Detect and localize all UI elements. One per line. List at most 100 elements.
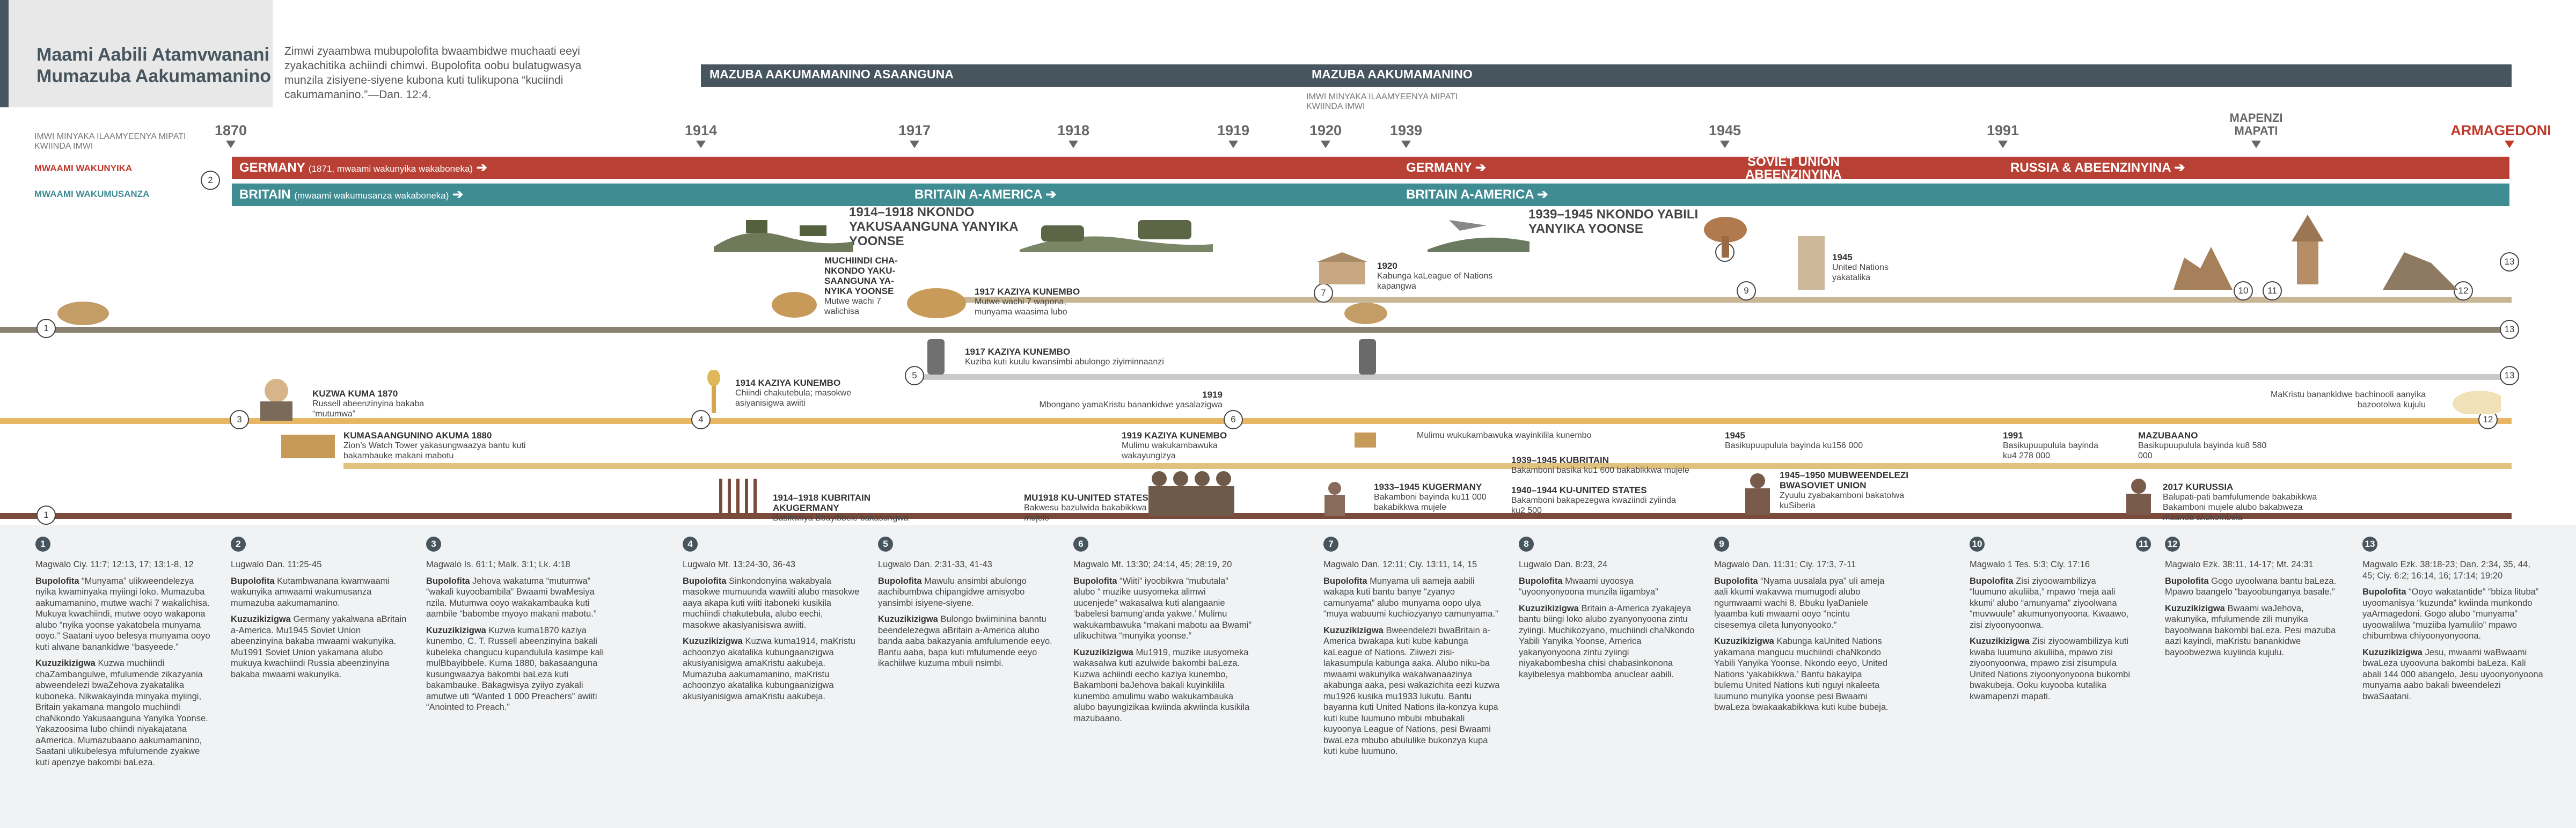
marker-6: 6 — [1224, 410, 1243, 429]
left-sub-label: IMWI MINYAKA ILAAMYEENYA MIPATI KWIINDA … — [34, 132, 186, 151]
iron-feet-illustration — [927, 339, 945, 375]
siberia-illustration — [1745, 473, 1770, 515]
explanation-9: 9 Magwalo Dan. 11:31; Ciy. 17:3, 7-11 Bu… — [1714, 537, 1892, 719]
lane-label-king-south: MWAAMI WAKUMUSANZA — [34, 189, 150, 199]
marker-1b: 1 — [36, 505, 56, 525]
ww1-label: 1914–1918 NKONDO YAKUSAANGUNA YANYIKA YO… — [849, 205, 1018, 248]
marker-13: 13 — [2500, 252, 2519, 272]
intro-text: Zimwi zyaambwa mubupolofita bwaambidwe m… — [284, 45, 582, 101]
tick-1991 — [1998, 141, 2008, 148]
tick-1920 — [1321, 141, 1330, 148]
event-ww1-head-wounded: MUCHIINDI CHA-NKONDO YAKU-SAANGUNA YA-NY… — [824, 255, 898, 316]
un-building-illustration — [1798, 236, 1825, 290]
tick-1918 — [1069, 141, 1078, 148]
destruction-illustration — [2174, 247, 2233, 290]
band-north-soviet: SOVIET UNION ABEENZINYINA — [1745, 155, 1842, 182]
book-illustration — [281, 435, 335, 458]
track-2 — [343, 463, 2512, 469]
band-south-britain-america: BRITAIN A-AMERICA ➔ — [914, 187, 1057, 202]
era-underline — [701, 84, 2512, 87]
year-1939: 1939 — [1389, 122, 1423, 138]
marker-10: 10 — [2234, 281, 2253, 301]
marker-1: 1 — [36, 319, 56, 338]
bomb-cloud-illustration — [1704, 217, 1747, 258]
tick-armageddon — [2505, 141, 2514, 148]
tick-1945 — [1720, 141, 1730, 148]
marker-4: 4 — [691, 410, 711, 429]
band-north-russia: RUSSIA & ABEENZINYINA ➔ — [2010, 160, 2185, 175]
marker-3: 3 — [230, 410, 249, 429]
era-last-days: MAZUBA AAKUMAMANINO — [1303, 64, 2512, 84]
year-1991: 1991 — [1986, 122, 2019, 138]
ww2-label: 1939–1945 NKONDO YABILI YANYIKA YOONSE — [1528, 207, 1699, 236]
russia-2017-illustration — [2126, 479, 2151, 515]
band-south-britain: BRITAIN (mwaami wakumusanza wakaboneka) … — [239, 187, 464, 202]
explanation-1: 1 Magwalo Ciy. 11:7; 12:13, 17; 13:1-8, … — [35, 537, 214, 773]
league-building-illustration — [1317, 252, 1367, 284]
marker-13b: 13 — [2500, 320, 2519, 339]
tick-1914 — [696, 141, 706, 148]
explanation-13: 13 Magwalo Ezk. 38:18-23; Dan. 2:34, 35,… — [2362, 537, 2545, 707]
wheat-illustration — [707, 370, 720, 413]
tick-1919 — [1228, 141, 1238, 148]
beast-illustration — [772, 292, 817, 318]
lane-label-king-north: MWAAMI WAKUNYIKA — [34, 163, 133, 173]
page-title: Maami Aabili Atamvwanani Mumazuba Aakuma… — [36, 45, 272, 86]
event-preaching-continues: Mulimu wukukambawuka wayinkilila kunembo — [1417, 431, 1592, 440]
marker-7: 7 — [1314, 283, 1333, 303]
explanation-12: 12 Magwalo Ezk. 38:11, 14-17; Mt. 24:31 … — [2165, 537, 2347, 663]
band-north-germany-2: GERMANY ➔ — [1406, 160, 1487, 175]
explanation-6: 6 Magwalo Mt. 13:30; 24:14, 45; 28:19, 2… — [1073, 537, 1252, 729]
tick-1917 — [910, 141, 919, 148]
title-block: Maami Aabili Atamvwanani Mumazuba Aakuma… — [0, 0, 273, 107]
explanation-3: 3 Magwalo Is. 61:1; Malk. 3:1; Lk. 4:18 … — [426, 537, 604, 719]
year-1945: 1945 — [1708, 122, 1741, 138]
year-1918: 1918 — [1057, 122, 1090, 138]
marker-11: 11 — [2263, 281, 2282, 301]
year-armageddon: ARMAGEDONI — [2450, 122, 2551, 138]
brothers-prison-illustration — [1148, 471, 1234, 516]
beast-1920-illustration — [1344, 303, 1387, 324]
ww1-soldiers-illustration — [714, 220, 853, 252]
year-1920: 1920 — [1309, 122, 1342, 138]
iron-feet-2-illustration — [1359, 339, 1376, 375]
tick-1939 — [1401, 141, 1411, 148]
explanation-10: 10 Magwalo 1 Tes. 5:3; Ciy. 17:16 Bupolo… — [1970, 537, 2131, 707]
gog-attack-illustration — [2383, 252, 2458, 290]
track-1 — [0, 327, 2512, 333]
explanation-4: 4 Lugwalo Mt. 13:24-30, 36-43 Bupolofita… — [683, 537, 861, 707]
tick-1870 — [226, 141, 236, 148]
marker-2: 2 — [201, 171, 220, 190]
track-persecution — [0, 513, 2512, 519]
track-5 — [912, 374, 2512, 380]
tick-great-tribulation — [2251, 141, 2261, 148]
russell-illustration — [260, 379, 292, 421]
year-1919: 1919 — [1217, 122, 1250, 138]
year-great-tribulation: MAPENZI MAPATI — [2229, 111, 2283, 137]
year-1914: 1914 — [684, 122, 718, 138]
band-south-britain-america-2: BRITAIN A-AMERICA ➔ — [1406, 187, 1548, 202]
explanation-11: 11 — [2136, 537, 2157, 559]
lion-beast-illustration — [907, 288, 966, 318]
explanations-panel — [0, 525, 2576, 828]
band-north-germany: GERMANY (1871, mwaami wakunyika wakabone… — [239, 160, 487, 175]
era-sub-label: IMWI MINYAKA ILAAMYEENYA MIPATI KWIINDA … — [1306, 92, 1458, 111]
track-upper-tan — [912, 297, 2512, 303]
prisoner-illustration — [1324, 482, 1345, 516]
